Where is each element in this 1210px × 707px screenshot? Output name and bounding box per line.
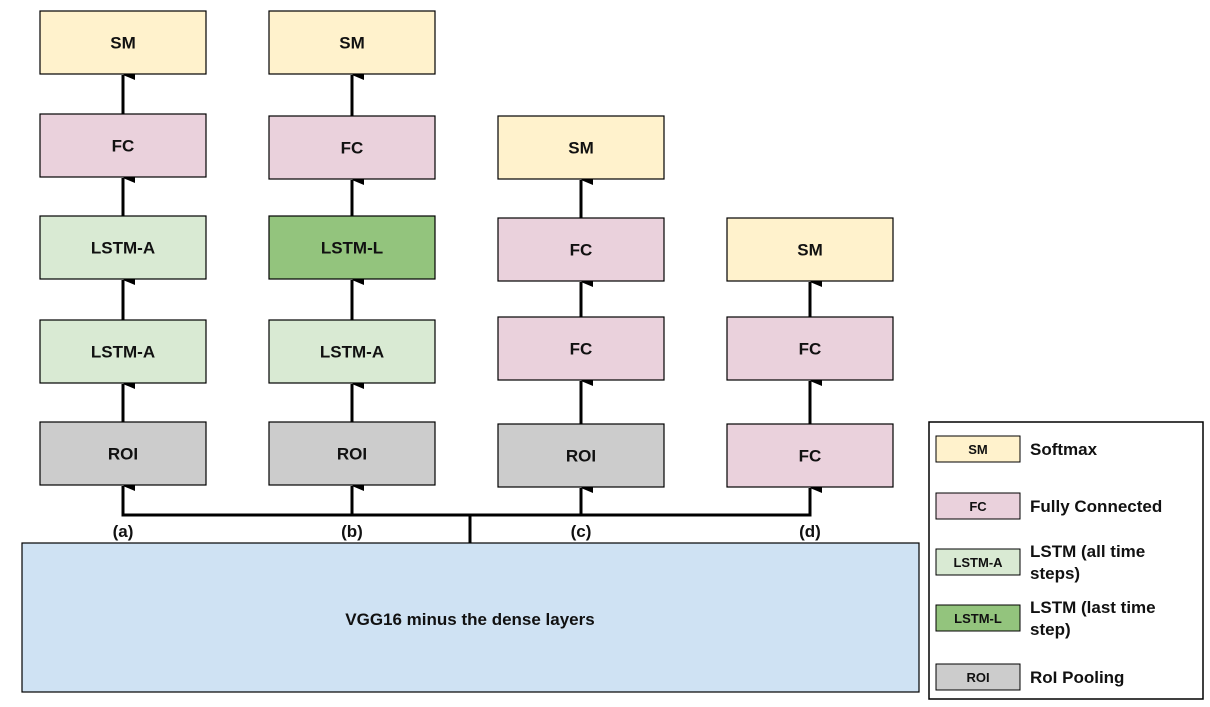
- sm-block: SM: [268, 10, 436, 75]
- block-label: ROI: [337, 445, 367, 464]
- block-label: SM: [339, 34, 365, 53]
- block-rect: [268, 215, 436, 280]
- connectors: [121, 481, 822, 543]
- legend-swatch: [935, 492, 1021, 520]
- block-label: LSTM-L: [321, 239, 383, 258]
- block-label: FC: [799, 340, 822, 359]
- column-b: ROI LSTM-A LSTM-L FC SM (b): [268, 10, 436, 541]
- legend-text: Softmax: [1030, 440, 1098, 459]
- roi-block: ROI: [268, 421, 436, 486]
- block-rect: [39, 113, 207, 178]
- legend-text: LSTM (all time: [1030, 542, 1145, 561]
- block-label: LSTM-A: [91, 343, 155, 362]
- legend-swatch: [935, 663, 1021, 691]
- legend-item-lstm-a: LSTM-A LSTM (all time steps): [935, 542, 1145, 583]
- column-label: (d): [799, 522, 821, 541]
- column-a: ROI LSTM-A LSTM-A FC SM (a): [39, 10, 207, 541]
- roi-block: ROI: [497, 423, 665, 488]
- fc-block: FC: [268, 115, 436, 180]
- legend-text: step): [1030, 620, 1071, 639]
- block-label: FC: [570, 241, 593, 260]
- legend-swatch: [935, 548, 1021, 576]
- sm-block: SM: [497, 115, 665, 180]
- legend-key-label: FC: [969, 499, 987, 514]
- base-rect: [21, 542, 920, 693]
- legend-item-lstm-l: LSTM-L LSTM (last time step): [935, 598, 1156, 639]
- fc-block: FC: [39, 113, 207, 178]
- block-label: FC: [341, 139, 364, 158]
- block-rect: [726, 316, 894, 381]
- column-label: (a): [113, 522, 134, 541]
- legend-item-fc: FC Fully Connected: [935, 492, 1162, 520]
- block-label: FC: [799, 447, 822, 466]
- legend-key-label: ROI: [966, 670, 989, 685]
- lstm-a-block: LSTM-A: [268, 319, 436, 384]
- legend-item-sm: SM Softmax: [935, 435, 1098, 463]
- fc-block: FC: [726, 423, 894, 488]
- lstm-l-block: LSTM-L: [268, 215, 436, 280]
- column-label: (c): [571, 522, 592, 541]
- block-label: LSTM-A: [91, 239, 155, 258]
- block-label: SM: [797, 241, 823, 260]
- column-label: (b): [341, 522, 363, 541]
- column-c: ROI FC FC SM (c): [497, 115, 665, 541]
- block-label: SM: [110, 34, 136, 53]
- sm-block: SM: [726, 217, 894, 282]
- lstm-a-block: LSTM-A: [39, 215, 207, 280]
- block-label: LSTM-A: [320, 343, 384, 362]
- legend-swatch: [935, 604, 1021, 632]
- roi-block: ROI: [39, 421, 207, 486]
- lstm-a-block: LSTM-A: [39, 319, 207, 384]
- block-label: SM: [568, 139, 594, 158]
- block-rect: [726, 423, 894, 488]
- fc-block: FC: [497, 217, 665, 282]
- sm-block: SM: [39, 10, 207, 75]
- block-rect: [497, 115, 665, 180]
- legend-key-label: LSTM-A: [953, 555, 1003, 570]
- base-network: VGG16 minus the dense layers: [21, 542, 920, 693]
- fc-block: FC: [726, 316, 894, 381]
- block-label: FC: [570, 340, 593, 359]
- legend-text: steps): [1030, 564, 1080, 583]
- legend-text: RoI Pooling: [1030, 668, 1124, 687]
- base-label: VGG16 minus the dense layers: [345, 610, 594, 629]
- block-rect: [39, 215, 207, 280]
- fc-block: FC: [497, 316, 665, 381]
- block-rect: [39, 319, 207, 384]
- block-rect: [497, 423, 665, 488]
- block-rect: [39, 421, 207, 486]
- model-columns: ROI LSTM-A LSTM-A FC SM (a) ROI LSTM-A LSTM-L FC S…: [39, 10, 894, 541]
- legend-text: LSTM (last time: [1030, 598, 1156, 617]
- block-rect: [39, 10, 207, 75]
- legend-key-label: SM: [968, 442, 988, 457]
- block-rect: [726, 217, 894, 282]
- block-rect: [497, 217, 665, 282]
- block-label: ROI: [566, 447, 596, 466]
- legend-item-roi: ROI RoI Pooling: [935, 663, 1124, 691]
- column-d: FC FC SM (d): [726, 217, 894, 541]
- legend-text: Fully Connected: [1030, 497, 1162, 516]
- block-rect: [268, 115, 436, 180]
- block-rect: [268, 10, 436, 75]
- block-rect: [497, 316, 665, 381]
- legend-swatch: [935, 435, 1021, 463]
- legend-key-label: LSTM-L: [954, 611, 1002, 626]
- block-label: ROI: [108, 445, 138, 464]
- block-label: FC: [112, 137, 135, 156]
- block-rect: [268, 421, 436, 486]
